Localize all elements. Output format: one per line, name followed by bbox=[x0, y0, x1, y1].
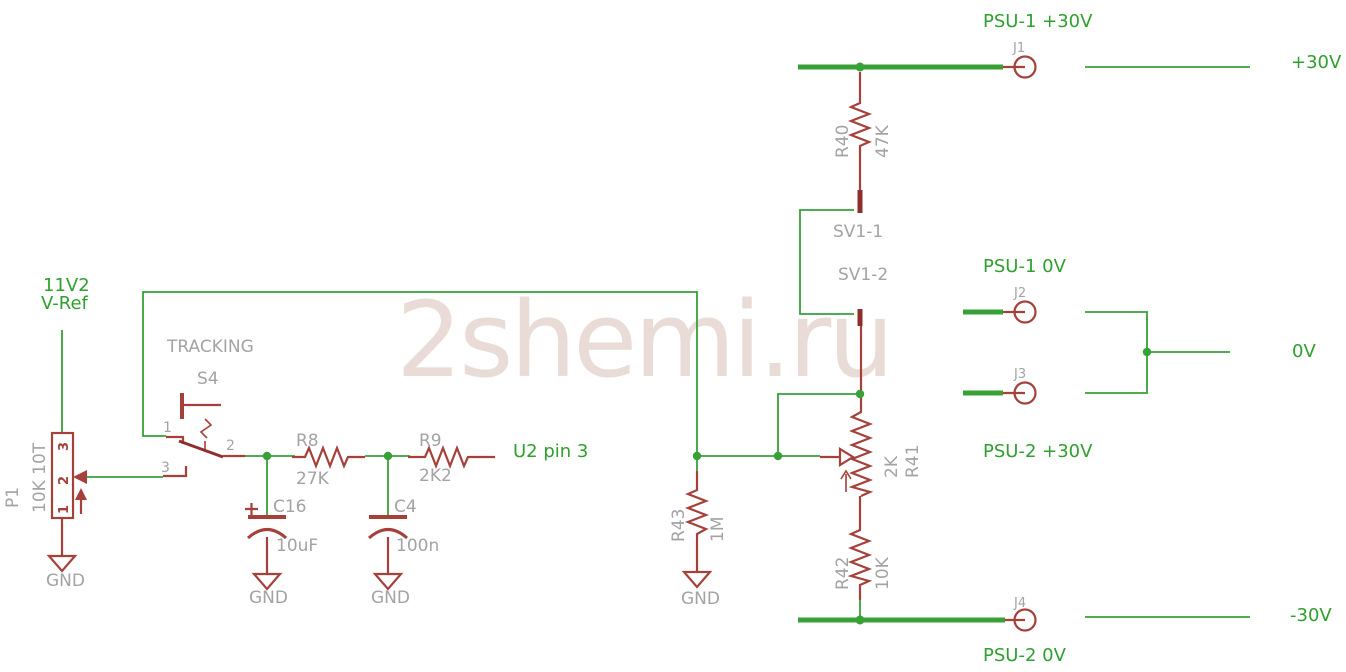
rail-label-minus30: -30V bbox=[1290, 605, 1332, 626]
switch-S4-pin3-number: 3 bbox=[161, 460, 170, 476]
junction-dot bbox=[855, 615, 865, 625]
connector-J2-name: J2 bbox=[1013, 286, 1026, 301]
gnd-label-c16: GND bbox=[249, 588, 288, 608]
trimmer-R41-adjust-arrow-icon bbox=[840, 469, 852, 492]
connector-J1-pad bbox=[1013, 55, 1037, 79]
resistor-R40-name: R40 bbox=[833, 125, 853, 158]
trimmer-R41-value: 2K bbox=[882, 455, 902, 478]
pot-P1-adjust-arrow-icon bbox=[75, 488, 87, 500]
junction-dot bbox=[692, 451, 702, 461]
jumper-SV1-1-label: SV1-1 bbox=[833, 222, 883, 242]
pot-P1-pin3: 3 bbox=[57, 442, 72, 451]
connector-J1-name: J1 bbox=[1012, 41, 1025, 56]
trimmer-R41-symbol bbox=[848, 326, 874, 498]
junction-dot bbox=[773, 451, 783, 461]
net-label-u2-pin3: U2 pin 3 bbox=[513, 441, 588, 462]
capacitor-C4-plate-bottom bbox=[368, 528, 408, 540]
junction-dot bbox=[383, 451, 393, 461]
net-label-vref-line2: V-Ref bbox=[41, 293, 89, 314]
gnd-label-r43: GND bbox=[681, 589, 720, 609]
resistor-R8-name: R8 bbox=[296, 431, 319, 451]
switch-S4-blade bbox=[178, 439, 224, 459]
gnd-symbol-r43 bbox=[681, 570, 713, 589]
capacitor-C16-plate-bottom bbox=[247, 528, 287, 540]
rail-label-0v: 0V bbox=[1292, 341, 1316, 362]
junction-dot bbox=[855, 389, 865, 399]
switch-S4-spring-icon bbox=[199, 418, 213, 439]
gnd-symbol-p1 bbox=[46, 554, 78, 573]
capacitor-C16-plus-icon bbox=[245, 503, 258, 516]
wire-0v-bracket bbox=[1085, 311, 1148, 394]
gnd-label-c4: GND bbox=[371, 588, 410, 608]
net-label-vref-line1: 11V2 bbox=[43, 275, 90, 296]
gnd-symbol-c16 bbox=[251, 572, 283, 591]
switch-S4-function-label: TRACKING bbox=[166, 337, 254, 357]
wire-sv1-jumper bbox=[799, 209, 854, 315]
resistor-R9-value: 2K2 bbox=[419, 466, 452, 486]
resistor-R8-value: 27K bbox=[296, 469, 330, 489]
gnd-symbol-c4 bbox=[372, 572, 404, 591]
pot-P1-pin2: 2 bbox=[57, 476, 72, 485]
pot-P1-name: P1 bbox=[3, 487, 23, 508]
net-label-psu2-plus30: PSU-2 +30V bbox=[983, 441, 1093, 462]
resistor-R9-name: R9 bbox=[419, 431, 442, 451]
rail-label-plus30: +30V bbox=[1291, 52, 1342, 73]
resistor-R9-symbol bbox=[408, 444, 495, 470]
capacitor-C4-value: 100n bbox=[396, 536, 439, 556]
net-label-psu1-0v: PSU-1 0V bbox=[983, 256, 1067, 277]
connector-J3-pad bbox=[1013, 381, 1037, 405]
watermark: 2shemi.ru bbox=[396, 279, 891, 401]
connector-J4-name: J4 bbox=[1013, 596, 1026, 611]
junction-dot bbox=[262, 451, 272, 461]
connector-J4-pad bbox=[1013, 608, 1037, 632]
net-label-psu1-plus30: PSU-1 +30V bbox=[983, 11, 1093, 32]
resistor-R43-name: R43 bbox=[669, 509, 689, 542]
connector-J2-pad bbox=[1013, 300, 1037, 324]
jumper-SV1-2-label: SV1-2 bbox=[838, 265, 888, 285]
capacitor-C16-name: C16 bbox=[273, 497, 307, 517]
resistor-R42-name: R42 bbox=[833, 557, 853, 590]
switch-S4-contact3 bbox=[163, 466, 188, 478]
resistor-R42-symbol bbox=[847, 496, 873, 600]
wire-tracking-loop bbox=[142, 291, 698, 456]
resistor-R42-value: 10K bbox=[873, 556, 893, 590]
connector-J3-name: J3 bbox=[1013, 367, 1026, 382]
trimmer-R41-name: R41 bbox=[903, 445, 923, 478]
net-label-psu2-0v: PSU-2 0V bbox=[983, 645, 1067, 666]
trimmer-R41-wiper-arrow-icon bbox=[838, 447, 856, 467]
wire-up-to-sv1-2-node bbox=[777, 393, 858, 456]
junction-dot bbox=[855, 62, 865, 72]
resistor-R40-value: 47K bbox=[873, 124, 893, 158]
junction-dot bbox=[1142, 347, 1152, 357]
gnd-label-p1: GND bbox=[46, 571, 85, 591]
resistor-R8-symbol bbox=[292, 444, 365, 470]
resistor-R43-value: 1M bbox=[708, 517, 728, 542]
switch-S4-pin1-number: 1 bbox=[163, 420, 172, 436]
resistor-R40-symbol bbox=[847, 72, 873, 190]
capacitor-C16-value: 10uF bbox=[276, 536, 318, 556]
pot-P1-wiper-arrow-icon bbox=[73, 470, 87, 484]
pot-P1-value: 10K 10T bbox=[30, 442, 50, 513]
capacitor-C4-name: C4 bbox=[394, 497, 417, 517]
pot-P1-pin1: 1 bbox=[57, 505, 72, 514]
switch-S4-pin2-number: 2 bbox=[226, 438, 235, 454]
resistor-R43-symbol bbox=[684, 471, 710, 572]
switch-S4-name: S4 bbox=[197, 369, 219, 389]
